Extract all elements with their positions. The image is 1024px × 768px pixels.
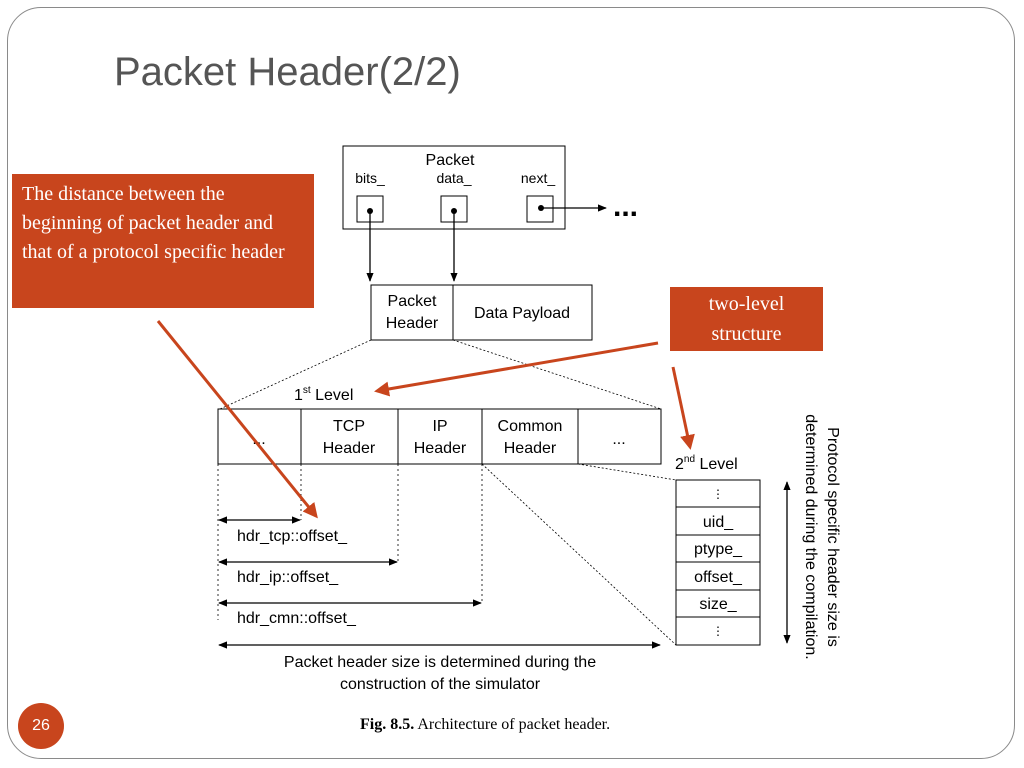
level2-cell-top-ellipsis: ⋮ [712,487,724,501]
ptype-field: ptype_ [694,541,743,558]
level1-label: 1st Level [294,385,353,404]
level1-row [217,408,662,465]
data-payload-box [452,284,593,341]
two-level-callout: two-level structure [670,287,823,351]
level2-callout-arrow [671,366,695,450]
data-payload-label: Data Payload [474,305,570,322]
level1-callout-arrow [374,341,659,397]
ip-header-line1: IP [432,418,447,435]
distance-callout: The distance between the beginning of pa… [12,174,314,308]
uid-field: uid_ [703,514,734,531]
field-data-label: data_ [436,170,471,186]
expand-line-common-top [577,463,677,481]
vertical-note-line2: determined during the compilation. [802,414,819,659]
offset-field: offset_ [694,569,743,586]
slide-title: Packet Header(2/2) [114,50,461,94]
distance-callout-arrow [156,320,318,519]
level1-cell-ellipsis-right: ... [612,431,625,448]
common-header-line1: Common [498,418,563,435]
level2-cell-bottom-ellipsis: ⋮ [712,624,724,638]
packet-header-box [370,284,454,341]
field-bits-label: bits_ [355,170,385,186]
slide-frame [7,7,1015,759]
level2-label: 2nd Level [675,454,738,473]
vertical-note-line1: Protocol specific header size is [824,427,841,647]
size-note-line1: Packet header size is determined during … [284,654,596,671]
common-header-line2: Header [504,440,557,457]
packet-header-line2: Header [386,315,439,332]
field-next-label: next_ [521,170,555,186]
size-field: size_ [699,596,737,613]
size-note-line2: construction of the simulator [340,676,541,693]
hdr-ip-offset-label: hdr_ip::offset_ [237,569,339,586]
ip-header-line2: Header [414,440,467,457]
packet-header-line1: Packet [388,293,437,310]
tcp-header-line2: Header [323,440,376,457]
hdr-tcp-offset-label: hdr_tcp::offset_ [237,528,348,545]
tcp-header-line1: TCP [333,418,365,435]
page-number-badge: 26 [18,703,64,749]
figure-caption: Fig. 8.5. Architecture of packet header. [360,716,610,733]
packet-title: Packet [426,152,475,169]
next-ellipsis: ... [613,190,638,223]
hdr-cmn-offset-label: hdr_cmn::offset_ [237,610,357,627]
expand-line-right [452,339,662,410]
expand-line-common-bottom [481,463,677,646]
